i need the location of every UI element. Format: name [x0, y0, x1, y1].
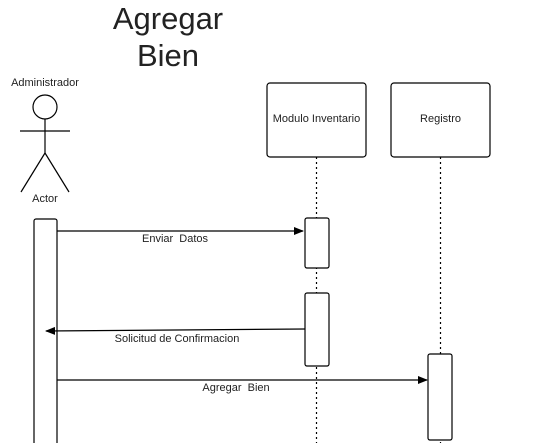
object-label: Modulo Inventario — [273, 113, 360, 125]
message-label: Enviar Datos — [142, 233, 209, 245]
diagram-title-line2: Bien — [137, 38, 199, 73]
object-registro: Registro — [390, 82, 491, 443]
object-label: Registro — [420, 113, 461, 125]
message-agregar-bien: Agregar Bien — [57, 376, 428, 394]
diagram-title-line1: Agregar — [113, 1, 223, 36]
object-modulo-inventario: Modulo Inventario — [266, 82, 367, 443]
message-enviar-datos: Enviar Datos — [57, 227, 304, 245]
activation-bar — [304, 292, 330, 367]
actor: Administrador Actor — [11, 77, 79, 205]
activation-bar — [427, 353, 453, 441]
actor-role-label: Administrador — [11, 77, 79, 89]
activation-bar — [304, 217, 330, 269]
message-label: Agregar Bien — [202, 382, 269, 394]
actor-name-label: Actor — [32, 193, 58, 205]
message-solicitud-de-confirmacion: Solicitud de Confirmacion — [45, 326, 306, 345]
actor-stick-figure-icon — [20, 94, 70, 193]
message-label: Solicitud de Confirmacion — [115, 333, 240, 345]
message-arrow — [45, 326, 306, 335]
